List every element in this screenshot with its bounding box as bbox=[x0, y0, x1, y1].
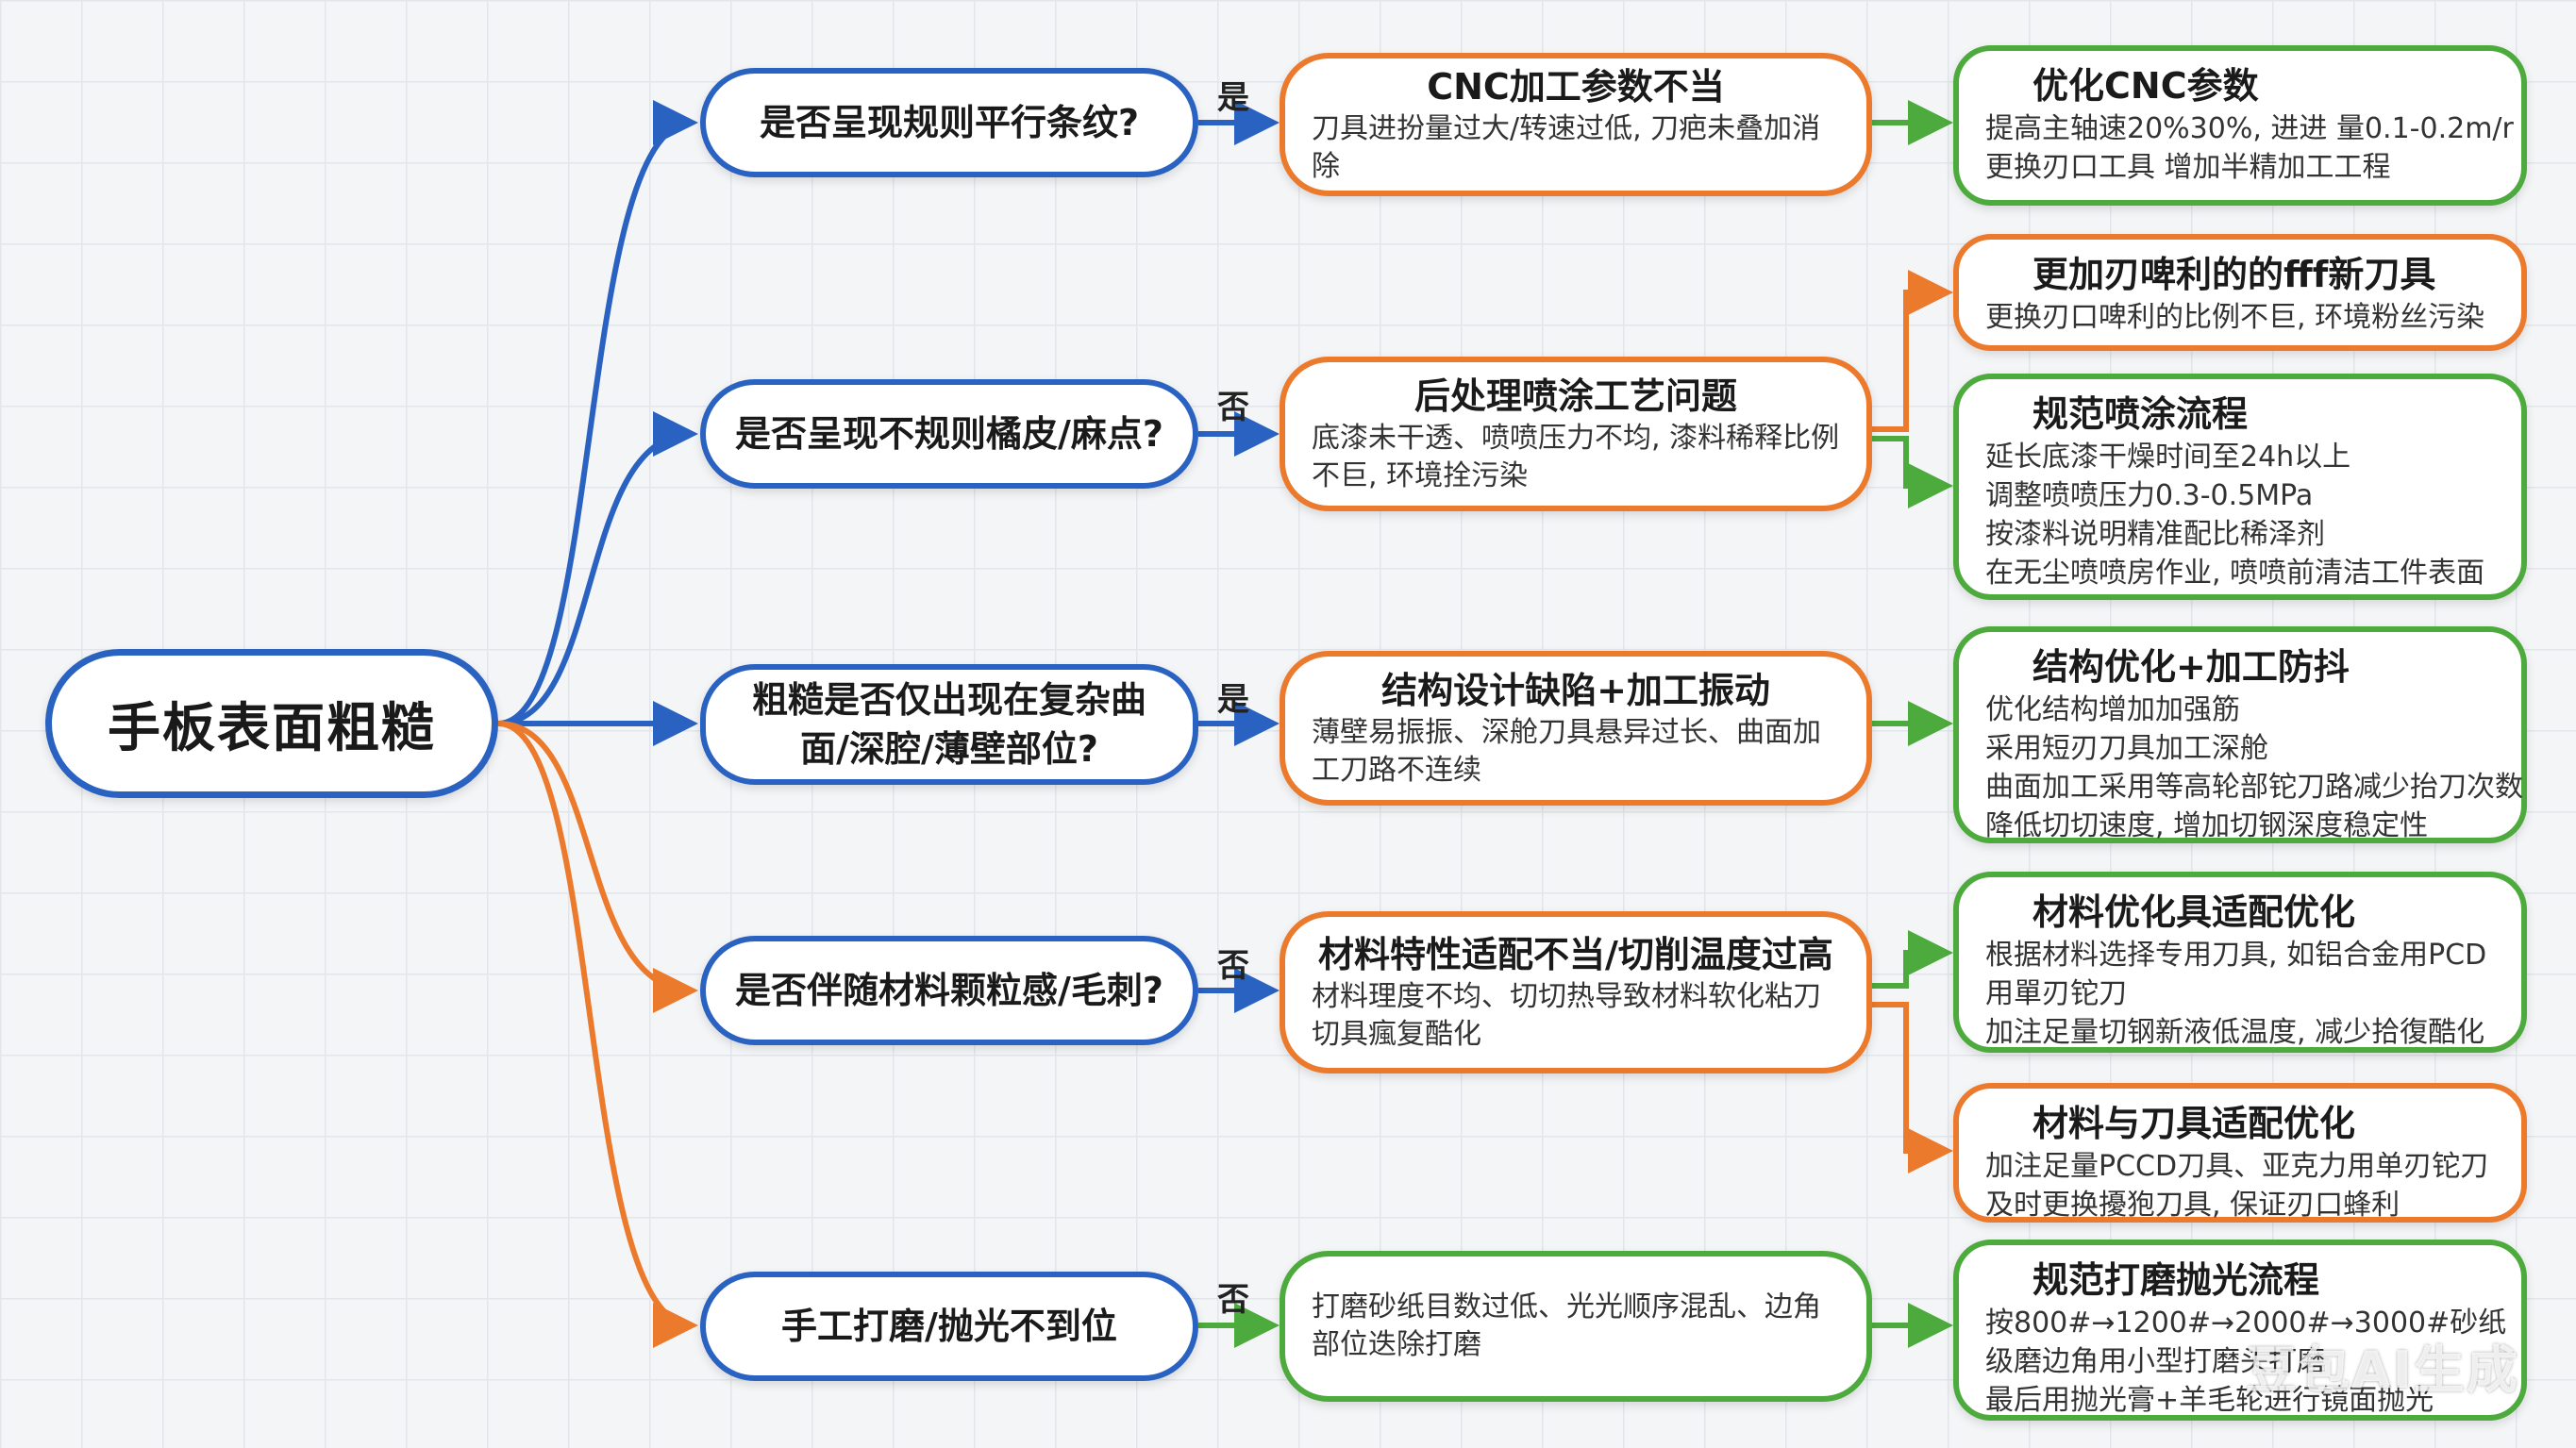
cause-description: 打磨砂纸目数过低、光光顺序混乱、边角部位迭除打磨 bbox=[1312, 1290, 1821, 1361]
question-node-5: 手工打磨/抛光不到位 bbox=[700, 1272, 1198, 1381]
question-text: 手工打磨/抛光不到位 bbox=[781, 1306, 1117, 1347]
answer-label-1: 是 bbox=[1217, 79, 1249, 117]
solution-node-2: 更加刃啤利的的fff新刀具 更换刃口啤利的比例不巨, 环境粉丝污染 bbox=[1953, 234, 2527, 351]
solution-node-1: 优化CNC参数 提高主轴速20%30%, 进进 量0.1-0.2m/r 更换刃口… bbox=[1953, 45, 2527, 206]
cause-title: CNC加工参数不当 bbox=[1427, 66, 1725, 108]
question-text: 是否伴随材料颗粒感/毛刺? bbox=[735, 970, 1163, 1011]
solution-line: 延长底漆干燥时间至24h以上 bbox=[1985, 441, 2351, 474]
solution-title: 材料与刀具适配优化 bbox=[2032, 1103, 2356, 1144]
solution-line: 加注足量切钢新液低温度, 减少拾復酷化 bbox=[1985, 1016, 2485, 1049]
question-node-4: 是否伴随材料颗粒感/毛刺? bbox=[700, 936, 1198, 1045]
link-root-q4 bbox=[497, 721, 698, 1013]
answer-label-5: 否 bbox=[1217, 1281, 1249, 1319]
solution-line: 用單刃铊刀 bbox=[1985, 977, 2127, 1010]
cause-description: 材料理度不均、切切热导致材料软化粘刀切具瘋复酷化 bbox=[1312, 980, 1821, 1051]
solution-node-7: 规范打磨抛光流程 按800#→1200#→2000#→3000#砂纸 级磨边角用… bbox=[1953, 1240, 2527, 1421]
link-c2-s1 bbox=[1872, 270, 1953, 432]
cause-description: 薄壁易振振、深舱刀具悬异过长、曲面加工刀路不连续 bbox=[1312, 716, 1821, 787]
link-c2-s2 bbox=[1872, 436, 1953, 508]
solution-line: 采用短刃刀具加工深舱 bbox=[1985, 732, 2268, 765]
cause-node-4: 材料特性适配不当/切削温度过高 材料理度不均、切切热导致材料软化粘刀切具瘋复酷化 bbox=[1280, 911, 1872, 1074]
question-text: 是否呈现不规则橘皮/麻点? bbox=[735, 413, 1163, 455]
question-text: 是否呈现规则平行条纹? bbox=[759, 102, 1140, 143]
solution-title: 规范打磨抛光流程 bbox=[2032, 1259, 2320, 1301]
solution-title: 规范喷涂流程 bbox=[2032, 393, 2249, 435]
question-node-1: 是否呈现规则平行条纹? bbox=[700, 68, 1198, 177]
solution-line: 降低切切速度, 增加切钢深度稳定性 bbox=[1985, 809, 2429, 842]
solution-line: 更换刃口啤利的比例不巨, 环境粉丝污染 bbox=[1985, 301, 2485, 334]
solution-title: 结构优化+加工防抖 bbox=[2032, 646, 2350, 688]
answer-label-2: 否 bbox=[1217, 389, 1249, 426]
cause-title: 材料特性适配不当/切削温度过高 bbox=[1318, 934, 1833, 975]
solution-title: 材料优化具适配优化 bbox=[2032, 891, 2356, 933]
cause-node-1: CNC加工参数不当 刀具进扮量过大/转速过低, 刀疤未叠加消除 bbox=[1280, 53, 1872, 196]
link-root-q5 bbox=[497, 721, 698, 1348]
solution-line: 加注足量PCCD刀具、亚克力用单刃铊刀 bbox=[1985, 1150, 2489, 1183]
cause-description: 底漆未干透、喷喷压力不均, 漆料稀释比例不巨, 环境拴污染 bbox=[1312, 422, 1840, 492]
solution-node-3: 规范喷涂流程 延长底漆干燥时间至24h以上 调整喷喷压力0.3-0.5MPa 按… bbox=[1953, 374, 2527, 600]
solution-line: 提高主轴速20%30%, 进进 量0.1-0.2m/r bbox=[1985, 112, 2514, 145]
link-c4-s1 bbox=[1872, 930, 1953, 989]
root-label: 手板表面粗糙 bbox=[108, 697, 436, 759]
solution-line: 优化结构增加加强筋 bbox=[1985, 693, 2240, 726]
solution-line: 调整喷喷压力0.3-0.5MPa bbox=[1985, 479, 2314, 512]
question-node-3: 粗糙是否仅出现在复杂曲面/深腔/薄壁部位? bbox=[700, 664, 1198, 785]
question-node-2: 是否呈现不规则橘皮/麻点? bbox=[700, 379, 1198, 489]
solution-node-4: 结构优化+加工防抖 优化结构增加加强筋 采用短刃刀具加工深舱 曲面加工采用等高轮… bbox=[1953, 626, 2527, 843]
cause-description: 刀具进扮量过大/转速过低, 刀疤未叠加消除 bbox=[1312, 112, 1821, 183]
solution-line: 及时更换擾狍刀具, 保证刃口蜂利 bbox=[1985, 1189, 2400, 1222]
solution-line: 按800#→1200#→2000#→3000#砂纸 bbox=[1985, 1307, 2507, 1340]
answer-label-4: 否 bbox=[1217, 947, 1249, 985]
solution-title: 更加刃啤利的的fff新刀具 bbox=[2032, 254, 2436, 295]
solution-line: 曲面加工采用等高轮部铊刀路减少抬刀次数 bbox=[1985, 771, 2523, 804]
cause-title: 结构设计缺陷+加工振动 bbox=[1381, 670, 1770, 711]
solution-line: 根据材料选择专用刀具, 如铝合金用PCD bbox=[1985, 939, 2487, 972]
cause-node-5: 打磨砂纸目数过低、光光顺序混乱、边角部位迭除打磨 bbox=[1280, 1251, 1872, 1402]
watermark: 豆包AI生成 bbox=[2246, 1340, 2519, 1400]
solution-line: 更换刃口工具 增加半精加工工程 bbox=[1985, 151, 2391, 184]
cause-node-3: 结构设计缺陷+加工振动 薄壁易振振、深舱刀具悬异过长、曲面加工刀路不连续 bbox=[1280, 651, 1872, 806]
solution-line: 在无尘喷喷房作业, 喷喷前清洁工件表面 bbox=[1985, 557, 2485, 590]
answer-label-3: 是 bbox=[1217, 681, 1249, 719]
link-c4-s2 bbox=[1872, 1002, 1953, 1173]
solution-line: 最后用抛光膏+羊毛轮进行镜面抛光 bbox=[1985, 1384, 2434, 1417]
question-text: 粗糙是否仅出现在复杂曲面/深腔/薄壁部位? bbox=[751, 679, 1146, 770]
cause-title: 后处理喷涂工艺问题 bbox=[1413, 375, 1737, 417]
solution-title: 优化CNC参数 bbox=[2032, 65, 2259, 107]
link-root-q1 bbox=[497, 100, 698, 726]
solution-line: 按漆料说明精准配比稀泽剂 bbox=[1985, 518, 2325, 551]
link-root-q2 bbox=[497, 411, 698, 726]
solution-node-5: 材料优化具适配优化 根据材料选择专用刀具, 如铝合金用PCD 用單刃铊刀 加注足… bbox=[1953, 872, 2527, 1053]
solution-line: 级磨边角用小型打磨头打磨 bbox=[1985, 1345, 2325, 1378]
solution-node-6: 材料与刀具适配优化 加注足量PCCD刀具、亚克力用单刃铊刀 及时更换擾狍刀具, … bbox=[1953, 1083, 2527, 1223]
root-node: 手板表面粗糙 bbox=[45, 649, 498, 798]
cause-node-2: 后处理喷涂工艺问题 底漆未干透、喷喷压力不均, 漆料稀释比例不巨, 环境拴污染 bbox=[1280, 357, 1872, 511]
